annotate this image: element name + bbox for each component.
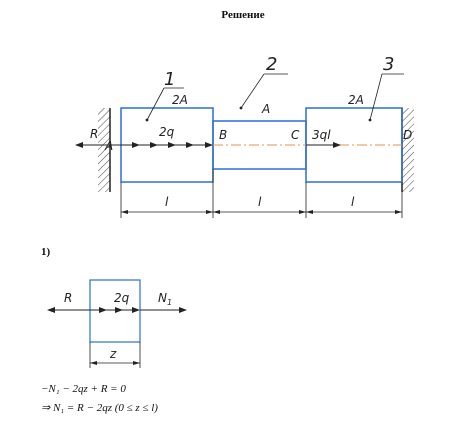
label-C: C	[291, 128, 300, 142]
area-1: 2A	[172, 93, 188, 107]
label-q: 2q	[159, 125, 175, 139]
dim-l1: l	[165, 195, 169, 209]
label-3ql: 3ql	[312, 128, 331, 142]
area-2: A	[261, 102, 270, 116]
equation-1: −N₁ − 2qz + R = 0	[41, 383, 126, 395]
fbd-section	[89, 279, 141, 343]
label-D: D	[403, 128, 412, 142]
dim-l2: l	[258, 195, 262, 209]
label-R: R	[90, 127, 98, 141]
leader-3	[368, 73, 404, 122]
area-3: 2A	[348, 93, 364, 107]
fbd-label-q: 2q	[114, 291, 130, 305]
label-A: A	[104, 139, 113, 153]
step-label: 1)	[41, 246, 51, 258]
page-title: Решение	[221, 9, 264, 21]
fbd-label-N: N1	[158, 291, 172, 307]
leader-1	[145, 87, 184, 122]
fbd-label-z: z	[109, 347, 117, 361]
label-B: B	[219, 128, 227, 142]
equation-2: ⇒ N₁ = R − 2qz (0 ≤ z ≤ l)	[41, 402, 158, 414]
right-wall-hatch	[402, 108, 414, 192]
dimension-lines	[120, 169, 403, 218]
section-number-1: 1	[164, 69, 175, 90]
left-wall-hatch	[98, 108, 110, 192]
fbd-dimension	[89, 342, 141, 368]
leader-2	[239, 73, 288, 110]
fbd-label-R: R	[64, 291, 72, 305]
dim-l3: l	[351, 195, 355, 209]
section-number-3: 3	[383, 54, 394, 75]
section-number-2: 2	[266, 54, 277, 75]
